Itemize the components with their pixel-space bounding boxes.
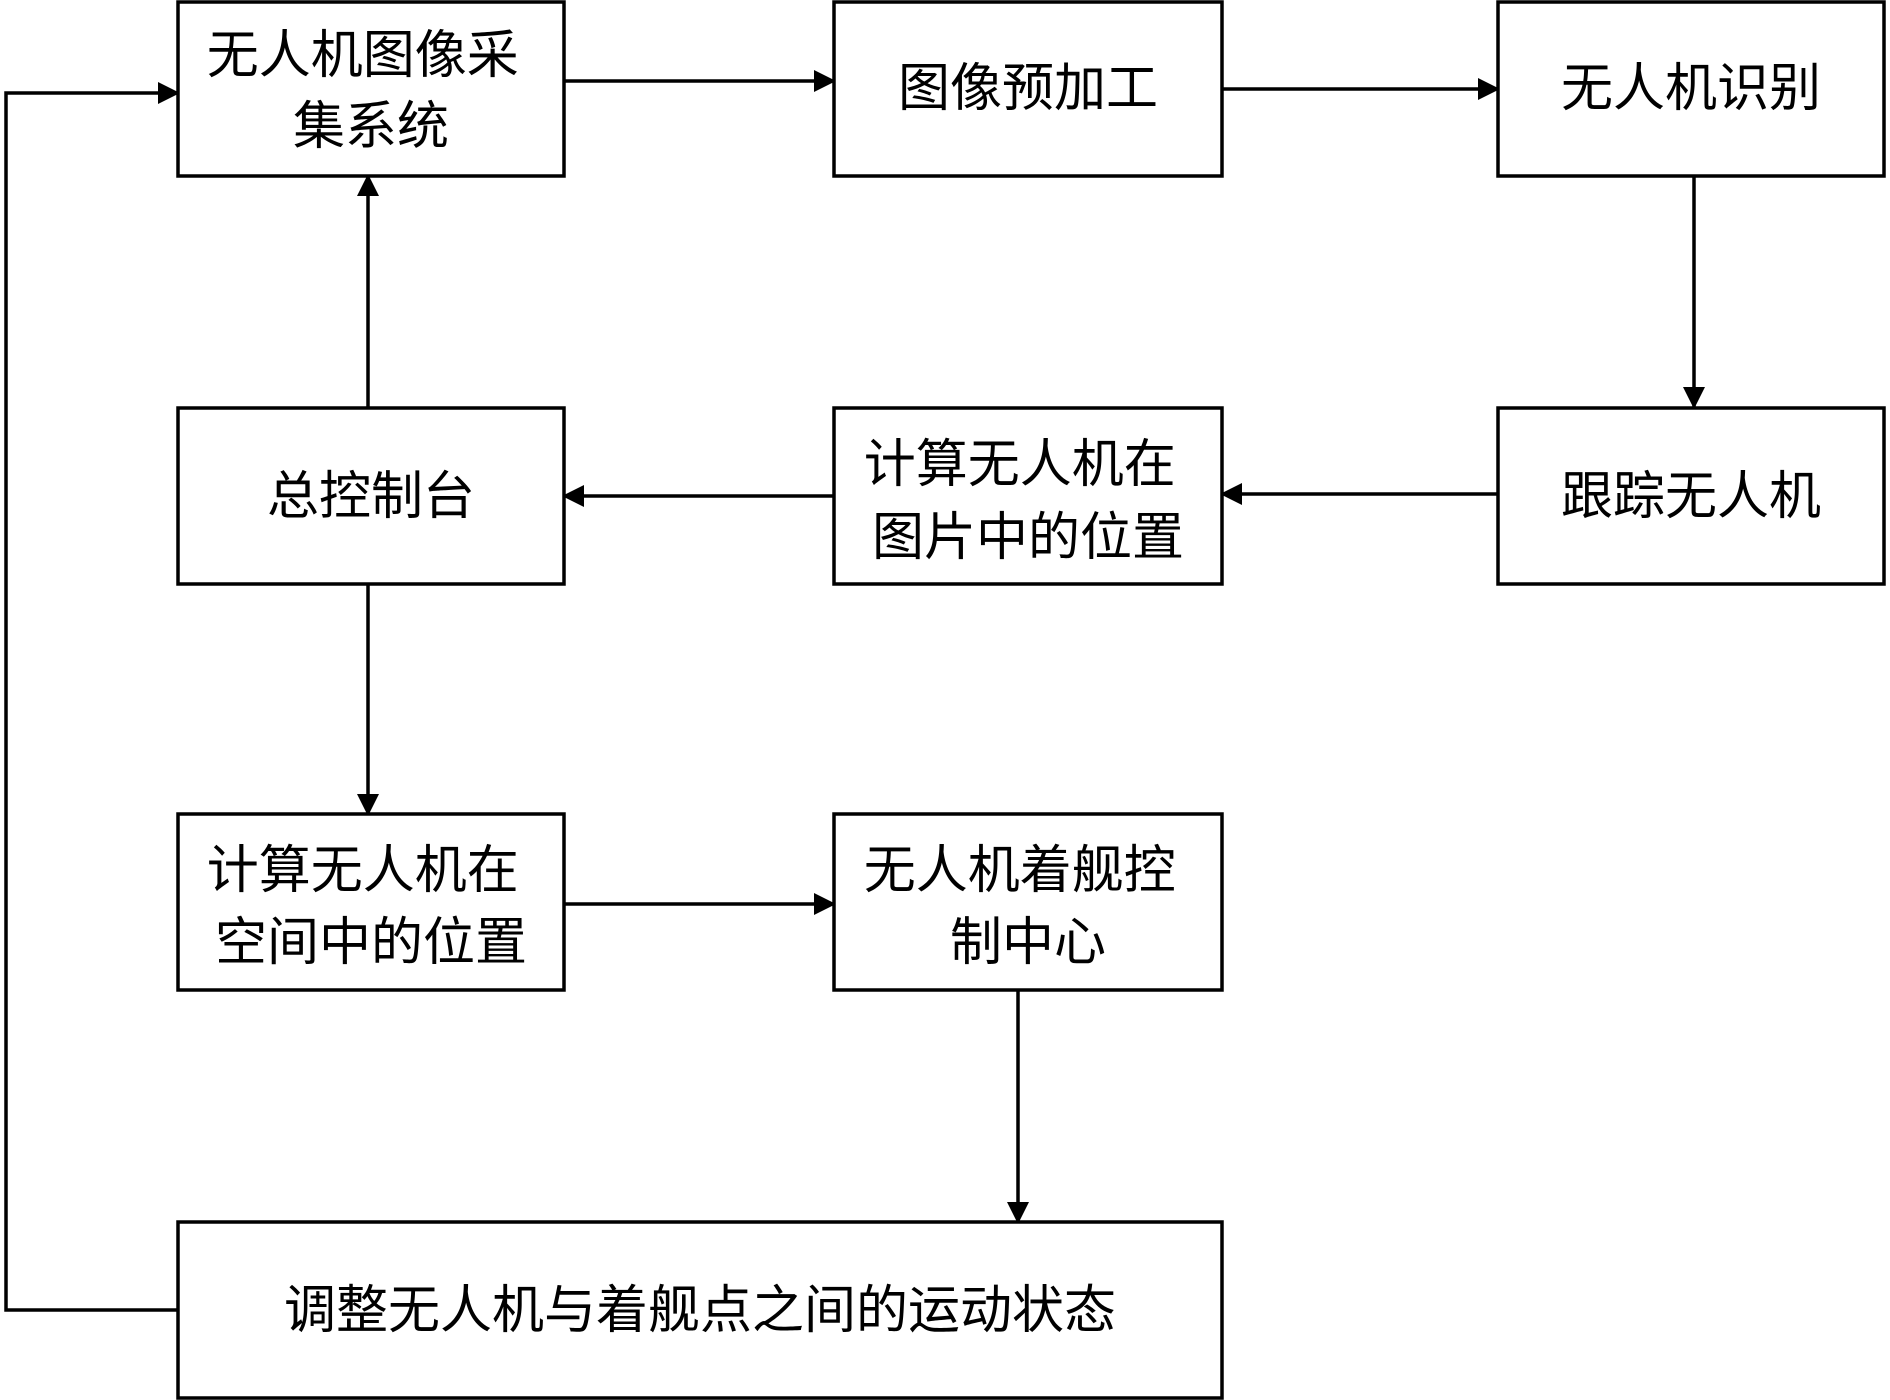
node-landing-ctrl-line-2: 制中心 [950, 913, 1106, 973]
node-calc-space-line-1: 计算无人机在 [207, 841, 519, 901]
node-preprocess: 图像预加工 [832, 0, 1224, 178]
svg-text:无人机图像采 集系统: 无人机图像采 集系统 [207, 26, 536, 157]
node-capture-line-1: 无人机图像采 [207, 26, 519, 86]
node-calc-space: 计算无人机在 空间中的位置 [176, 812, 566, 992]
edge-adjust-to-capture [4, 82, 180, 1312]
node-calc-image-line-1: 计算无人机在 [864, 435, 1176, 495]
node-landing-ctrl-line-1: 无人机着舰控 [864, 841, 1176, 901]
node-recognize-label: 无人机识别 [1561, 59, 1821, 119]
node-calc-image: 计算无人机在 图片中的位置 [832, 406, 1224, 586]
node-capture-line-2: 集系统 [293, 97, 449, 157]
node-adjust-label: 调整无人机与着舰点之间的运动状态 [284, 1281, 1116, 1341]
node-track-label: 跟踪无人机 [1561, 467, 1821, 527]
node-console: 总控制台 [176, 406, 566, 586]
node-console-label: 总控制台 [267, 467, 475, 527]
node-recognize: 无人机识别 [1496, 0, 1886, 178]
svg-text:无人机着舰控 制中心: 无人机着舰控 制中心 [864, 841, 1193, 973]
svg-text:计算无人机在 图片中的位置: 计算无人机在 图片中的位置 [864, 435, 1193, 568]
node-preprocess-label: 图像预加工 [898, 59, 1158, 119]
svg-text:计算无人机在 空间中的位置: 计算无人机在 空间中的位置 [207, 841, 536, 973]
node-adjust: 调整无人机与着舰点之间的运动状态 [176, 1220, 1224, 1400]
node-calc-image-line-2: 图片中的位置 [872, 508, 1184, 568]
node-landing-ctrl: 无人机着舰控 制中心 [832, 812, 1224, 992]
node-capture: 无人机图像采 集系统 [176, 0, 566, 178]
node-track: 跟踪无人机 [1496, 406, 1886, 586]
node-calc-space-line-2: 空间中的位置 [215, 913, 527, 973]
